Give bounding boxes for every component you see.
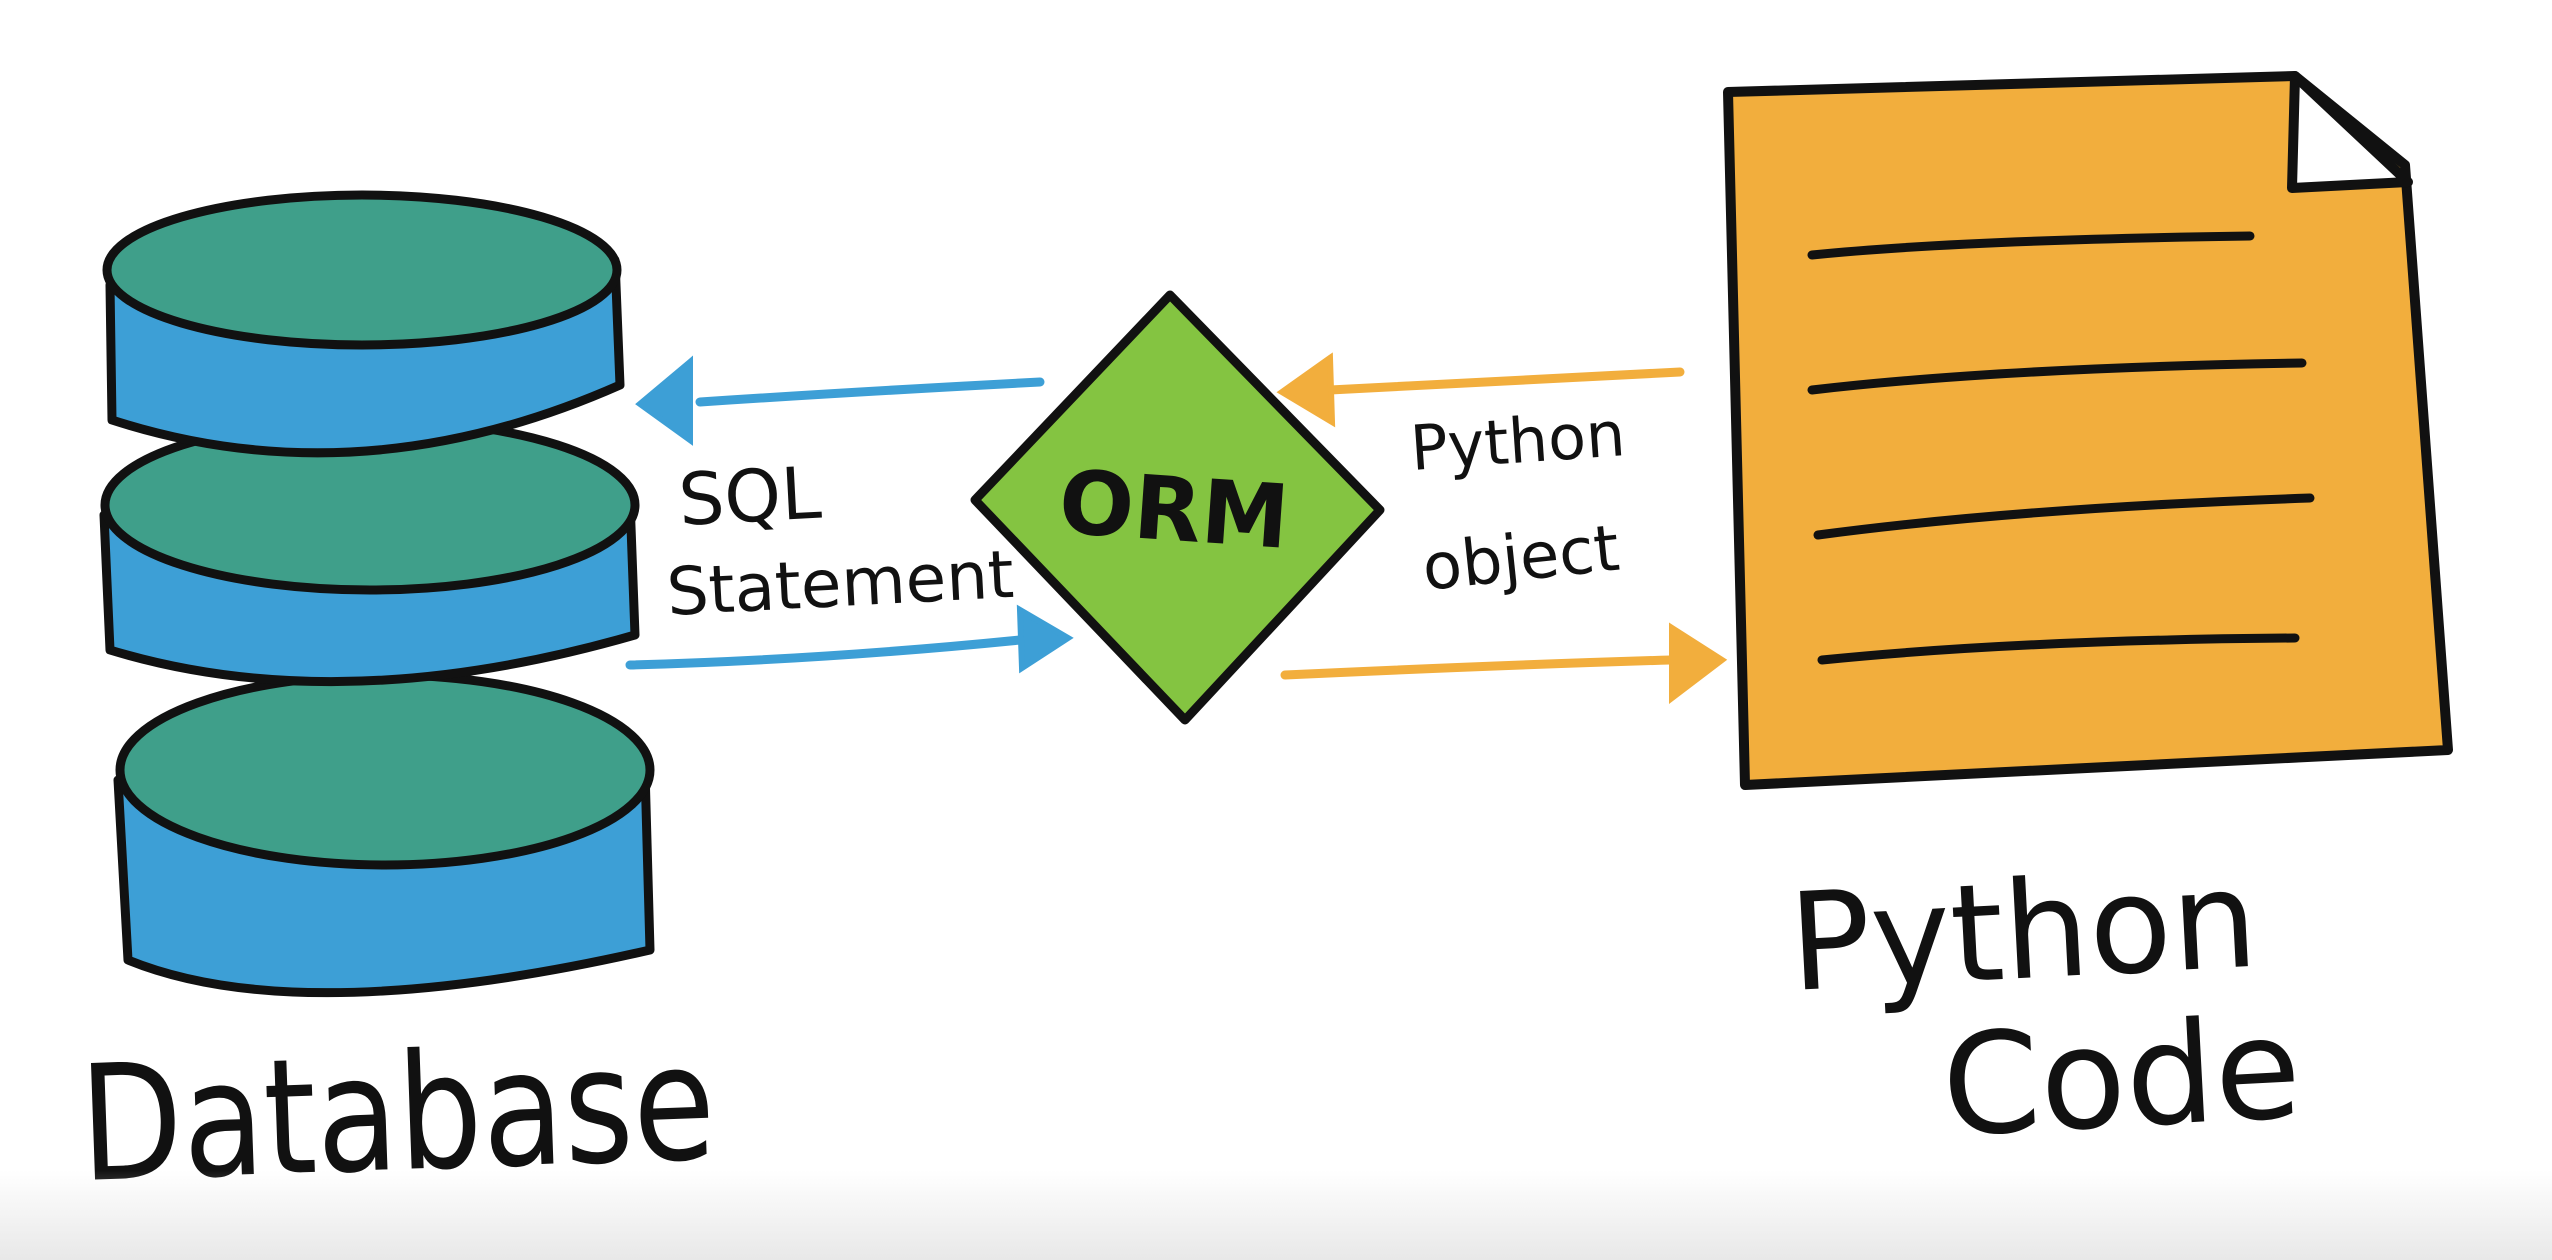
- sql-label-line1: SQL: [676, 451, 823, 542]
- python-document-icon: [1723, 71, 2453, 790]
- document-folded-corner: [2287, 71, 2413, 193]
- bottom-fade: [0, 1170, 2552, 1260]
- python-arrow-left: [1325, 367, 1685, 395]
- database-disk-middle: [99, 415, 640, 687]
- sql-arrows: [625, 355, 1074, 674]
- sql-label-line2: Statement: [665, 536, 1016, 631]
- python-object-arrows: [1276, 352, 1728, 705]
- orm-diamond-shape: [970, 290, 1385, 725]
- document-line-4: [1817, 633, 2300, 665]
- sql-arrow-left: [695, 377, 1045, 407]
- python-code-label-line1: Python: [1785, 841, 2261, 1022]
- orm-diamond: [970, 290, 1385, 725]
- python-arrow-right: [1280, 655, 1675, 680]
- python-arrow-right-head: [1669, 622, 1728, 705]
- orm-label: ORM: [1056, 450, 1293, 569]
- python-object-label-line1: Python: [1408, 397, 1627, 485]
- database-icon: [99, 190, 655, 998]
- database-disk-bottom: [113, 670, 655, 998]
- sql-arrow-right: [625, 635, 1025, 670]
- database-disk-top: [102, 190, 625, 458]
- python-arrow-left-head: [1276, 352, 1336, 428]
- document-body: [1723, 71, 2453, 790]
- document-line-3: [1813, 493, 2315, 540]
- sql-arrow-right-head: [1016, 604, 1074, 674]
- document-text-lines: [1807, 231, 2315, 665]
- sql-arrow-left-head: [635, 355, 693, 446]
- python-object-label-line2: object: [1419, 512, 1623, 606]
- python-code-label-line2: Code: [1938, 987, 2304, 1169]
- document-line-1: [1807, 231, 2255, 260]
- document-line-2: [1807, 358, 2307, 395]
